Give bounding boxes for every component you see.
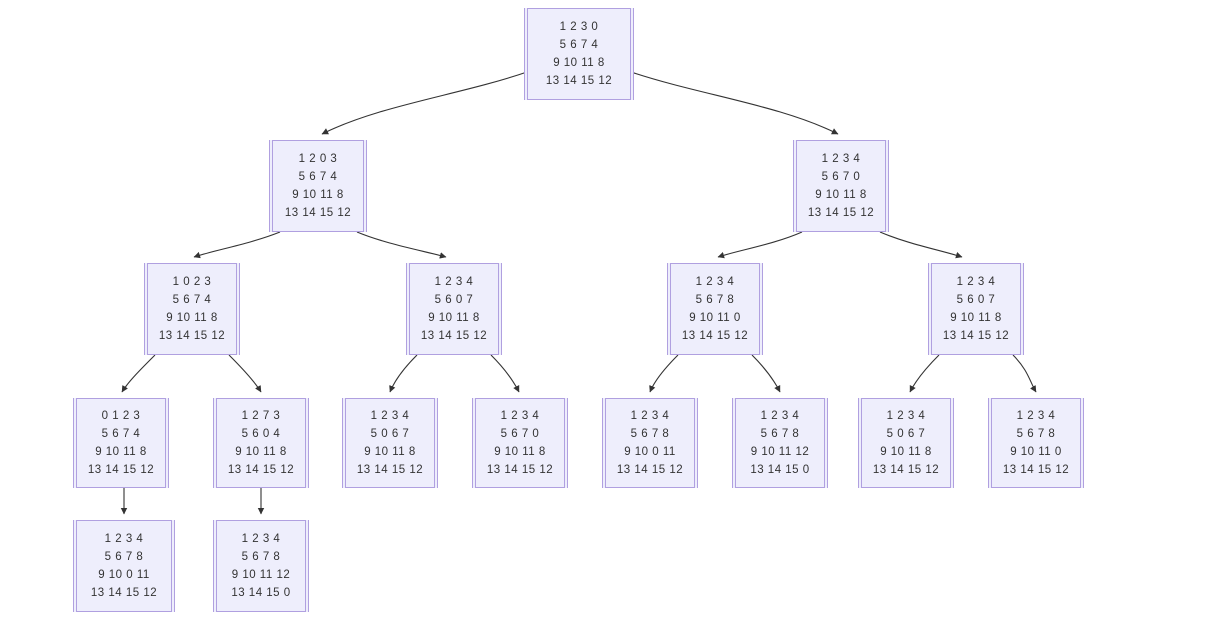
tree-node[interactable]: 1 2 3 4 5 6 7 8 9 10 0 11 13 14 15 12 (76, 520, 172, 612)
puzzle-row: 5 6 0 7 (956, 294, 996, 306)
tree-node[interactable]: 1 2 3 4 5 6 0 7 9 10 11 8 13 14 15 12 (931, 263, 1021, 355)
puzzle-row: 5 0 6 7 (370, 428, 410, 440)
puzzle-row: 9 10 11 8 (553, 57, 605, 69)
puzzle-row: 1 2 3 4 (956, 276, 996, 288)
puzzle-row: 9 10 11 8 (235, 446, 287, 458)
tree-node[interactable]: 1 2 3 4 5 0 6 7 9 10 11 8 13 14 15 12 (861, 398, 951, 488)
puzzle-row: 5 6 7 8 (630, 428, 670, 440)
puzzle-row: 13 14 15 12 (356, 464, 424, 476)
puzzle-row: 9 10 11 8 (364, 446, 416, 458)
tree-node[interactable]: 1 2 3 4 5 6 7 8 9 10 0 11 13 14 15 12 (605, 398, 695, 488)
puzzle-row: 5 6 0 7 (434, 294, 474, 306)
puzzle-row: 5 6 7 0 (821, 171, 861, 183)
puzzle-row: 13 14 15 12 (486, 464, 554, 476)
puzzle-row: 5 6 7 4 (172, 294, 212, 306)
tree-node[interactable]: 1 2 3 4 5 6 7 8 9 10 11 0 13 14 15 12 (991, 398, 1081, 488)
puzzle-row: 9 10 11 12 (750, 446, 810, 458)
puzzle-row: 1 2 3 4 (104, 533, 144, 545)
puzzle-row: 1 2 3 4 (500, 410, 540, 422)
puzzle-row: 9 10 0 11 (98, 569, 150, 581)
puzzle-row: 9 10 11 8 (494, 446, 546, 458)
puzzle-row: 9 10 11 0 (689, 312, 741, 324)
puzzle-row: 1 2 3 4 (886, 410, 926, 422)
puzzle-row: 1 2 3 4 (434, 276, 474, 288)
puzzle-row: 5 6 7 4 (101, 428, 141, 440)
tree-node[interactable]: 1 2 7 3 5 6 0 4 9 10 11 8 13 14 15 12 (216, 398, 306, 488)
puzzle-row: 5 6 7 8 (1016, 428, 1056, 440)
puzzle-row: 1 2 3 4 (1016, 410, 1056, 422)
puzzle-row: 13 14 15 12 (616, 464, 684, 476)
puzzle-row: 13 14 15 12 (158, 330, 226, 342)
tree-edge (879, 231, 963, 259)
puzzle-row: 5 6 7 0 (500, 428, 540, 440)
puzzle-row: 13 14 15 12 (942, 330, 1010, 342)
puzzle-row: 13 14 15 12 (545, 75, 613, 87)
tree-node[interactable]: 1 2 3 4 5 6 7 8 9 10 11 12 13 14 15 0 (735, 398, 825, 488)
puzzle-row: 13 14 15 12 (681, 330, 749, 342)
puzzle-row: 1 2 3 4 (821, 153, 861, 165)
puzzle-row: 13 14 15 0 (750, 464, 810, 476)
puzzle-row: 13 14 15 12 (90, 587, 158, 599)
puzzle-row: 9 10 11 0 (1010, 446, 1062, 458)
tree-edge (121, 354, 156, 393)
tree-edge (389, 354, 418, 393)
tree-node[interactable]: 1 2 3 4 5 6 0 7 9 10 11 8 13 14 15 12 (409, 263, 499, 355)
puzzle-row: 5 6 7 8 (695, 294, 735, 306)
tree-node[interactable]: 0 1 2 3 5 6 7 4 9 10 11 8 13 14 15 12 (76, 398, 166, 488)
puzzle-row: 0 1 2 3 (101, 410, 141, 422)
puzzle-row: 13 14 15 12 (284, 207, 352, 219)
tree-node[interactable]: 1 2 3 4 5 6 7 8 9 10 11 12 13 14 15 0 (216, 520, 306, 612)
puzzle-row: 13 14 15 12 (872, 464, 940, 476)
puzzle-row: 5 6 7 8 (760, 428, 800, 440)
puzzle-row: 1 2 3 4 (630, 410, 670, 422)
puzzle-row: 13 14 15 12 (87, 464, 155, 476)
puzzle-row: 13 14 15 12 (1002, 464, 1070, 476)
tree-node[interactable]: 1 2 3 4 5 6 7 0 9 10 11 8 13 14 15 12 (475, 398, 565, 488)
puzzle-row: 9 10 11 8 (950, 312, 1002, 324)
puzzle-row: 1 2 3 0 (559, 21, 599, 33)
tree-node[interactable]: 1 2 0 3 5 6 7 4 9 10 11 8 13 14 15 12 (272, 140, 364, 232)
tree-edge (717, 231, 803, 259)
puzzle-row: 9 10 11 8 (292, 189, 344, 201)
puzzle-row: 5 6 7 8 (104, 551, 144, 563)
tree-edge (193, 231, 281, 259)
puzzle-row: 9 10 11 8 (815, 189, 867, 201)
tree-edge (751, 354, 781, 393)
puzzle-row: 5 6 7 4 (559, 39, 599, 51)
tree-node[interactable]: 1 2 3 4 5 0 6 7 9 10 11 8 13 14 15 12 (345, 398, 435, 488)
puzzle-row: 13 14 15 12 (227, 464, 295, 476)
puzzle-row: 1 2 3 4 (695, 276, 735, 288)
puzzle-row: 13 14 15 12 (807, 207, 875, 219)
puzzle-row: 9 10 11 8 (880, 446, 932, 458)
tree-edge (630, 71, 839, 135)
puzzle-row: 1 0 2 3 (172, 276, 212, 288)
tree-edge (909, 354, 940, 393)
tree-edge (321, 71, 528, 135)
puzzle-row: 5 6 0 4 (241, 428, 281, 440)
tree-edge (228, 354, 262, 393)
tree-node[interactable]: 1 2 3 0 5 6 7 4 9 10 11 8 13 14 15 12 (527, 8, 631, 100)
tree-edge (356, 231, 447, 259)
tree-edge (649, 354, 679, 393)
puzzle-row: 5 6 7 4 (298, 171, 338, 183)
puzzle-row: 13 14 15 0 (231, 587, 291, 599)
puzzle-row: 5 6 7 8 (241, 551, 281, 563)
puzzle-row: 1 2 3 4 (241, 533, 281, 545)
puzzle-row: 9 10 11 8 (95, 446, 147, 458)
tree-edge (490, 354, 520, 393)
puzzle-row: 9 10 11 8 (166, 312, 218, 324)
puzzle-row: 9 10 11 8 (428, 312, 480, 324)
tree-node[interactable]: 1 2 3 4 5 6 7 8 9 10 11 0 13 14 15 12 (670, 263, 760, 355)
puzzle-row: 1 2 7 3 (241, 410, 281, 422)
puzzle-row: 13 14 15 12 (420, 330, 488, 342)
puzzle-row: 5 0 6 7 (886, 428, 926, 440)
puzzle-row: 1 2 0 3 (298, 153, 338, 165)
puzzle-row: 9 10 11 12 (231, 569, 291, 581)
puzzle-row: 1 2 3 4 (370, 410, 410, 422)
tree-node[interactable]: 1 2 3 4 5 6 7 0 9 10 11 8 13 14 15 12 (796, 140, 886, 232)
puzzle-row: 9 10 0 11 (624, 446, 676, 458)
tree-edge (1012, 354, 1037, 393)
puzzle-row: 1 2 3 4 (760, 410, 800, 422)
tree-node[interactable]: 1 0 2 3 5 6 7 4 9 10 11 8 13 14 15 12 (147, 263, 237, 355)
